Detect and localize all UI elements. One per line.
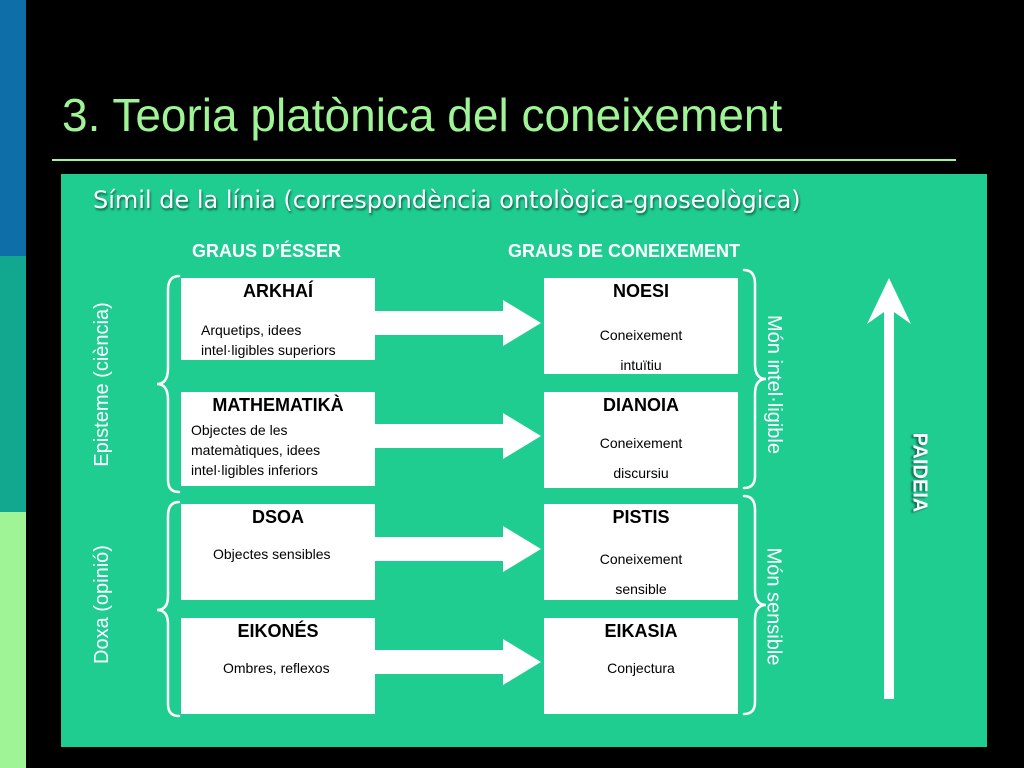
diagram-panel: Símil de la línia (correspondència ontol… — [61, 174, 987, 747]
being-title: MATHEMATIKÀ — [212, 395, 344, 415]
desc-line: discursiu — [613, 465, 669, 481]
left-stripe-blue — [0, 0, 26, 256]
desc-line: Arquetips, idees — [201, 322, 302, 338]
label-episteme-wrap: Episteme (ciència) — [42, 302, 162, 467]
knowledge-box-dianoia: DIANOIA Coneixement discursiu — [544, 392, 738, 488]
being-box-mathematika: MATHEMATIKÀ Objectes de les matemàtiques… — [181, 392, 375, 486]
slide-title: 3. Teoria platònica del coneixement — [62, 89, 783, 141]
diagram-graphics — [156, 268, 911, 718]
being-title: EIKONÉS — [237, 621, 319, 641]
left-stripe-green — [0, 512, 26, 768]
desc-line: intel·ligibles inferiors — [191, 462, 318, 478]
arrow-right — [375, 526, 541, 572]
being-title: DSOA — [251, 507, 304, 527]
paideia-label: PAIDEIA — [908, 432, 931, 512]
knowledge-desc: Coneixement sensible — [544, 544, 738, 604]
label-sensible-wrap: Món sensible — [713, 547, 833, 665]
label-episteme: Episteme (ciència) — [90, 301, 113, 467]
being-title: ARKHAÍ — [243, 281, 313, 301]
knowledge-title: PISTIS — [612, 507, 670, 527]
knowledge-box-pistis: PISTIS Coneixement sensible — [544, 504, 738, 600]
knowledge-box-eikasia: EIKASIA Conjectura — [544, 618, 738, 714]
desc-line: Coneixement — [599, 435, 683, 451]
knowledge-desc: Coneixement intuïtiu — [544, 320, 738, 380]
knowledge-desc: Coneixement discursiu — [544, 428, 738, 488]
knowledge-title: NOESI — [612, 281, 669, 301]
brace-doxa — [156, 500, 181, 718]
title-divider — [52, 159, 956, 161]
desc-line: Ombres, reflexos — [223, 660, 330, 676]
knowledge-desc: Conjectura — [544, 658, 738, 678]
label-intelligible: Món intel·ligible — [762, 314, 785, 454]
left-stripe-teal — [0, 256, 26, 512]
being-desc: Objectes sensibles — [213, 544, 331, 564]
being-box-dsoa: DSOA Objectes sensibles — [181, 504, 375, 600]
label-intelligible-wrap: Món intel·ligible — [713, 315, 833, 454]
knowledge-title: EIKASIA — [604, 621, 678, 641]
column-header-being: GRAUS D’ÉSSER — [192, 241, 342, 261]
label-doxa: Doxa (opinió) — [90, 544, 113, 664]
brace-intelligible — [742, 268, 767, 490]
diagram-subtitle: Símil de la línia (correspondència ontol… — [93, 186, 801, 214]
desc-line: Objectes de les — [191, 422, 288, 438]
label-sensible: Món sensible — [762, 547, 785, 665]
being-box-eikones: EIKONÉS Ombres, reflexos — [181, 618, 375, 714]
knowledge-box-noesi: NOESI Coneixement intuïtiu — [544, 278, 738, 374]
paideia-label-wrap: PAIDEIA — [899, 432, 939, 512]
desc-line: intuïtiu — [620, 357, 662, 373]
desc-line: Conjectura — [607, 660, 675, 676]
arrow-right — [375, 413, 541, 459]
being-desc: Arquetips, idees intel·ligibles superior… — [201, 320, 336, 360]
paideia-arrow — [867, 278, 911, 699]
desc-line: matemàtiques, idees — [191, 442, 321, 458]
label-doxa-wrap: Doxa (opinió) — [42, 545, 162, 664]
brace-sensible — [742, 494, 767, 716]
column-header-knowledge: GRAUS DE CONEIXEMENT — [508, 241, 741, 261]
desc-line: sensible — [615, 581, 667, 597]
arrow-right — [375, 300, 541, 346]
being-box-arkhai: ARKHAÍ Arquetips, idees intel·ligibles s… — [181, 278, 375, 360]
desc-line: Coneixement — [599, 327, 683, 343]
arrow-right — [375, 639, 541, 685]
knowledge-title: DIANOIA — [603, 395, 679, 415]
being-desc: Objectes de les matemàtiques, idees inte… — [191, 420, 320, 480]
being-desc: Ombres, reflexos — [223, 658, 330, 678]
desc-line: Objectes sensibles — [213, 546, 331, 562]
desc-line: Coneixement — [599, 551, 683, 567]
desc-line: intel·ligibles superiors — [201, 342, 336, 358]
brace-episteme — [156, 274, 181, 494]
